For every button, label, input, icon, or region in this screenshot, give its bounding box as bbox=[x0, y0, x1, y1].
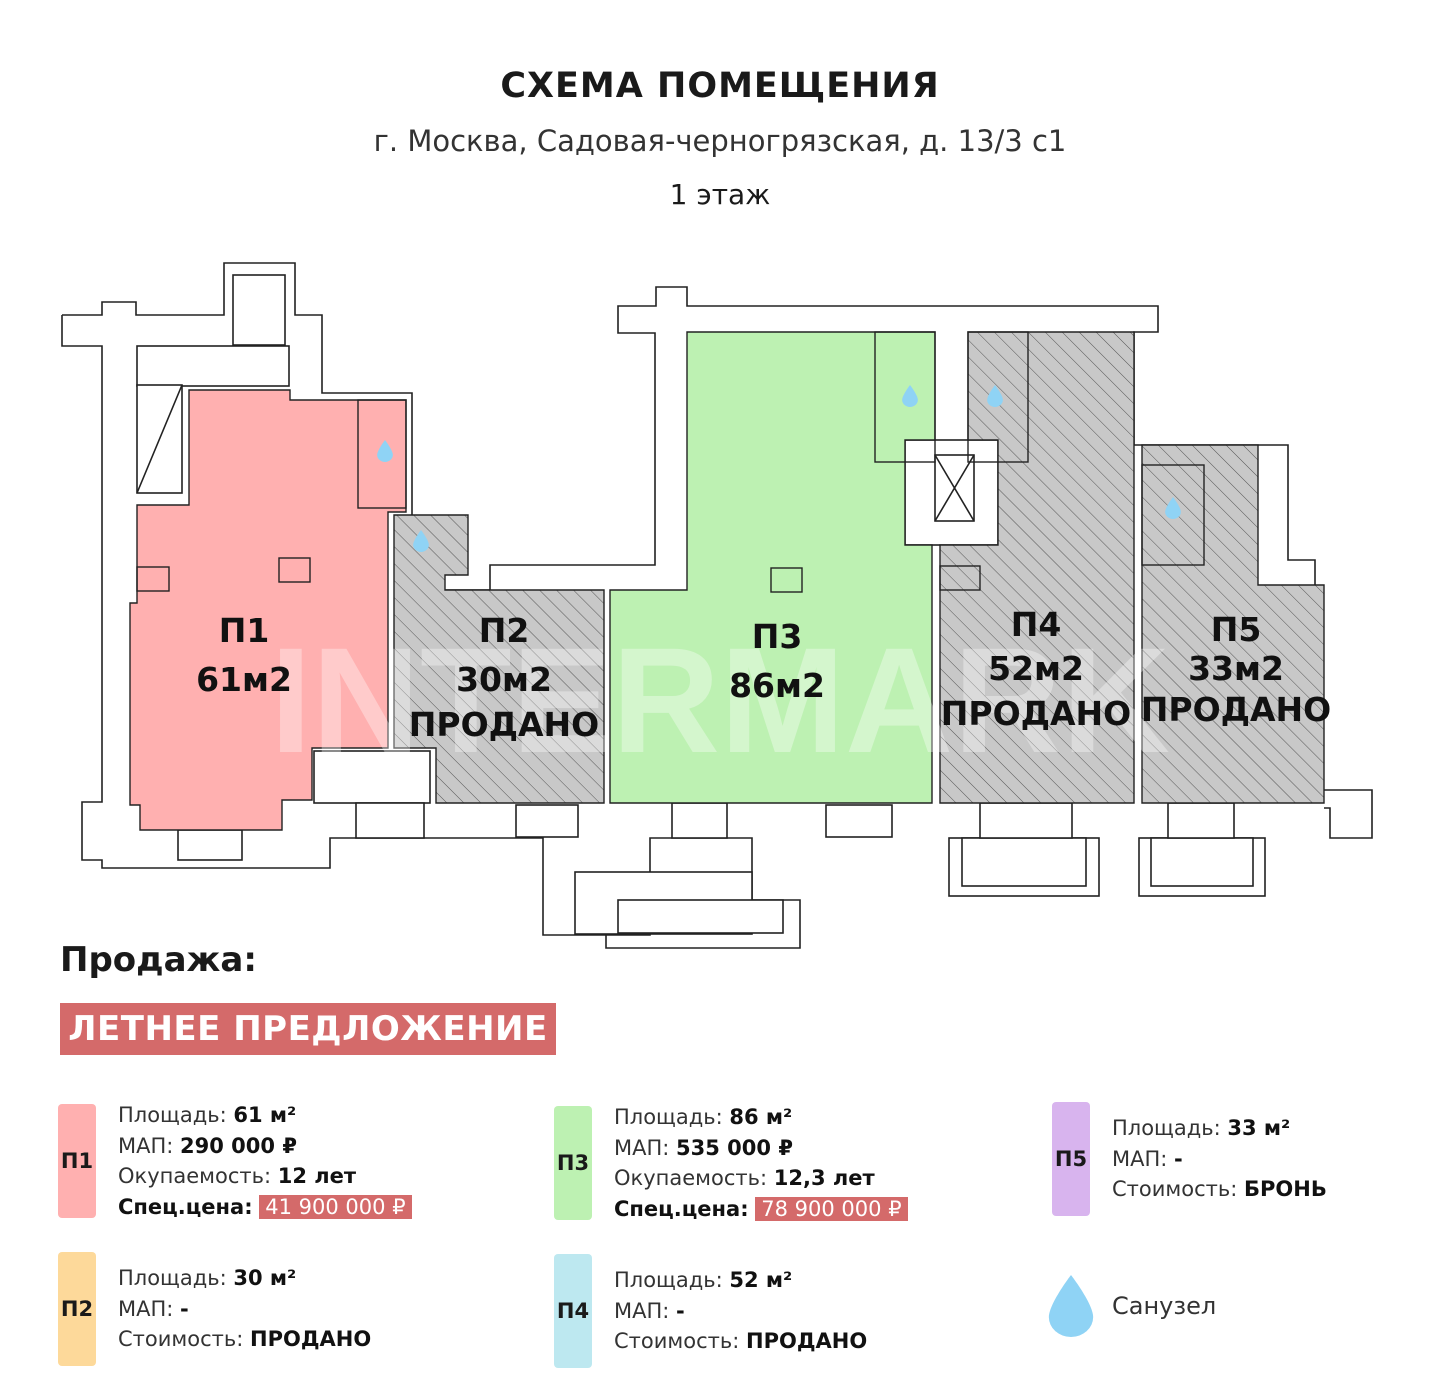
room-status: ПРОДАНО bbox=[1141, 690, 1331, 729]
label: Площадь: bbox=[614, 1268, 730, 1293]
label: МАП: bbox=[1112, 1146, 1175, 1171]
label: Стоимость: bbox=[614, 1329, 746, 1354]
room-area: 30м2 bbox=[456, 660, 552, 699]
value: 86 м² bbox=[729, 1105, 793, 1129]
room-label: П2 bbox=[479, 611, 530, 650]
bathroom-label: Санузел bbox=[1112, 1292, 1217, 1320]
bathroom-legend: Санузел bbox=[1048, 1275, 1216, 1337]
value: 52 м² bbox=[729, 1268, 793, 1293]
value: 30 м² bbox=[233, 1266, 297, 1291]
room-label: П3 bbox=[752, 617, 803, 656]
label: МАП: bbox=[118, 1133, 181, 1158]
room-area: 52м2 bbox=[988, 649, 1084, 688]
value: 12,3 лет bbox=[773, 1166, 875, 1190]
label: Окупаемость: bbox=[614, 1166, 774, 1190]
room-p2[interactable] bbox=[393, 514, 605, 804]
legend-swatch: П1 bbox=[58, 1104, 96, 1218]
floor-plan: INTERMARK П1 61м2 П2 30м2 ПРОДАНО П3 86м… bbox=[61, 262, 1373, 949]
legend-swatch: П3 bbox=[554, 1106, 592, 1220]
room-status: ПРОДАНО bbox=[941, 694, 1131, 733]
value: ПРОДАНО bbox=[250, 1327, 372, 1352]
label: Спец.цена: bbox=[118, 1194, 253, 1219]
room-status: ПРОДАНО bbox=[409, 705, 599, 744]
label: Спец.цена: bbox=[614, 1196, 749, 1221]
room-area: 61м2 bbox=[196, 660, 292, 699]
room-label: П5 bbox=[1211, 610, 1262, 649]
value: ПРОДАНО bbox=[746, 1329, 868, 1354]
special-price: 78 900 000 ₽ bbox=[755, 1196, 908, 1221]
label: Стоимость: bbox=[1112, 1177, 1244, 1202]
interior-details bbox=[136, 331, 1205, 593]
label: МАП: bbox=[614, 1298, 677, 1323]
room-area: 33м2 bbox=[1188, 649, 1284, 688]
page-title: СХЕМА ПОМЕЩЕНИЯ bbox=[500, 66, 940, 106]
value: 290 000 ₽ bbox=[180, 1133, 297, 1158]
legend-swatch: П4 bbox=[554, 1254, 592, 1368]
label: Стоимость: bbox=[118, 1327, 250, 1352]
room-label: П4 bbox=[1011, 605, 1062, 644]
legend-card-p4: П4 Площадь: 52 м² МАП: - Стоимость: ПРОД… bbox=[554, 1254, 867, 1368]
room-p4[interactable] bbox=[939, 331, 1135, 804]
label: МАП: bbox=[614, 1135, 677, 1160]
legend-card-p1: П1 Площадь: 61 м² МАП: 290 000 ₽ Окупаем… bbox=[58, 1100, 412, 1222]
address: г. Москва, Садовая-черногрязская, д. 13/… bbox=[373, 124, 1067, 158]
label: Площадь: bbox=[118, 1266, 234, 1291]
room-label: П1 bbox=[219, 611, 270, 650]
room-p5[interactable] bbox=[1141, 444, 1325, 804]
sale-heading: Продажа: bbox=[60, 940, 257, 980]
value: 535 000 ₽ bbox=[676, 1135, 793, 1160]
label: Площадь: bbox=[614, 1105, 730, 1129]
value: 33 м² bbox=[1227, 1116, 1291, 1141]
room-area: 86м2 bbox=[729, 666, 825, 705]
legend-card-p3: П3 Площадь: 86 м² МАП: 535 000 ₽ Окупаем… bbox=[554, 1102, 908, 1224]
value: 61 м² bbox=[233, 1103, 297, 1127]
special-price: 41 900 000 ₽ bbox=[259, 1194, 412, 1219]
legend-card-p2: П2 Площадь: 30 м² МАП: - Стоимость: ПРОД… bbox=[58, 1252, 371, 1366]
value: БРОНЬ bbox=[1244, 1177, 1327, 1202]
water-drop-icon bbox=[1048, 1275, 1094, 1337]
promo-banner: ЛЕТНЕЕ ПРЕДЛОЖЕНИЕ bbox=[60, 1003, 556, 1055]
value: - bbox=[676, 1298, 685, 1323]
legend-card-p5: П5 Площадь: 33 м² МАП: - Стоимость: БРОН… bbox=[1052, 1102, 1327, 1216]
label: Площадь: bbox=[118, 1103, 234, 1127]
value: 12 лет bbox=[277, 1164, 357, 1188]
label: МАП: bbox=[118, 1296, 181, 1321]
label: Окупаемость: bbox=[118, 1164, 278, 1188]
value: - bbox=[1174, 1146, 1183, 1171]
legend-swatch: П2 bbox=[58, 1252, 96, 1366]
value: - bbox=[180, 1296, 189, 1321]
floor-label: 1 этаж bbox=[669, 178, 771, 211]
label: Площадь: bbox=[1112, 1116, 1228, 1141]
legend-swatch: П5 bbox=[1052, 1102, 1090, 1216]
watermark: INTERMARK bbox=[270, 616, 1170, 784]
